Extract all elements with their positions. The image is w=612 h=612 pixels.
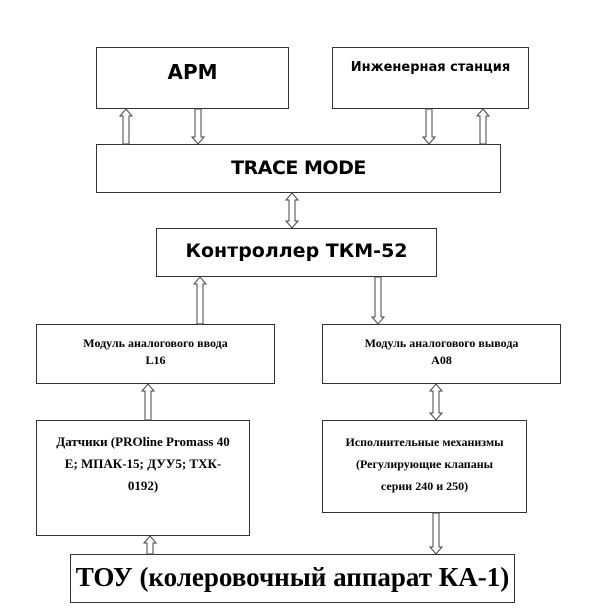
analog-output-line1: Модуль аналогового вывода — [364, 336, 519, 350]
sensors-block: Датчики (PROline Promass 40 Е; МПАК-15; … — [36, 420, 250, 536]
tou-label: ТОУ (колеровочный аппарат КА-1) — [75, 562, 510, 592]
arrow-down-icon — [421, 108, 437, 145]
double-arrow-icon — [284, 192, 300, 229]
arrow-up-icon — [192, 276, 208, 325]
actuators-block: Исполнительные механизмы (Регулирующие к… — [322, 420, 527, 513]
arrow-down-icon — [428, 512, 444, 555]
arrow-down-icon — [370, 276, 386, 325]
analog-output-block: Модуль аналогового вывода А08 — [322, 324, 561, 384]
actuators-line1: Исполнительные механизмы — [345, 435, 504, 449]
analog-input-block: Модуль аналогового ввода L16 — [36, 324, 275, 384]
trace-mode-block: TRACE MODE — [96, 144, 501, 193]
arrow-up-icon — [140, 383, 156, 421]
arm-block: АРМ — [96, 47, 289, 109]
arm-label: АРМ — [167, 60, 218, 84]
sensors-line1: Датчики (PROline Promass 40 — [56, 434, 230, 449]
analog-output-line2: А08 — [431, 353, 452, 367]
actuators-line3: серии 240 и 250) — [380, 479, 469, 493]
arrow-up-icon — [475, 108, 491, 145]
arrow-down-icon — [190, 108, 206, 145]
trace-mode-label: TRACE MODE — [231, 157, 366, 179]
controller-label: Контроллер ТКМ-52 — [185, 240, 408, 262]
arrow-up-icon — [142, 535, 158, 555]
controller-block: Контроллер ТКМ-52 — [156, 228, 437, 277]
actuators-line2: (Регулирующие клапаны — [355, 457, 494, 471]
sensors-line2: Е; МПАК-15; ДУУ5; ТХК- — [64, 456, 222, 471]
analog-input-line2: L16 — [145, 353, 166, 367]
sensors-line3: 0192) — [127, 478, 159, 493]
tou-block: ТОУ (колеровочный аппарат КА-1) — [70, 554, 515, 603]
arrow-up-icon — [118, 108, 134, 145]
double-arrow-icon — [428, 383, 444, 421]
analog-input-line1: Модуль аналогового ввода — [83, 336, 228, 350]
engineering-station-label: Инженерная станция — [350, 60, 511, 75]
